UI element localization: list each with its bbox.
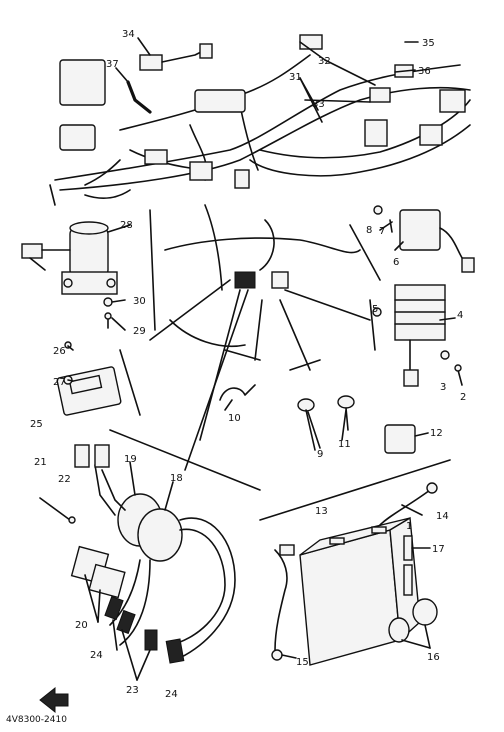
connector-34 xyxy=(139,54,163,71)
damper-16 xyxy=(412,598,438,626)
cable-14 xyxy=(379,489,431,526)
callout-14: 14 xyxy=(436,511,449,522)
clamp-11 xyxy=(337,395,355,409)
callout-18: 18 xyxy=(170,473,183,484)
callout-28: 28 xyxy=(120,220,133,231)
harness-connector-block xyxy=(59,59,106,106)
callout-20: 20 xyxy=(75,620,88,631)
harness-connector xyxy=(189,161,213,181)
callout-13: 13 xyxy=(315,506,328,517)
callout-29: 29 xyxy=(133,326,146,337)
callout-16: 16 xyxy=(427,652,440,663)
callout-9: 9 xyxy=(317,449,323,460)
callout-21: 21 xyxy=(34,457,47,468)
harness-connector xyxy=(364,119,388,147)
harness-connector xyxy=(419,124,443,146)
bracket-20 xyxy=(88,563,126,599)
callout-27: 27 xyxy=(53,377,66,388)
callout-7: 7 xyxy=(379,226,385,237)
connector xyxy=(21,243,43,259)
callout-10: 10 xyxy=(228,413,241,424)
coil-18 xyxy=(137,508,183,562)
callout-23: 23 xyxy=(126,685,139,696)
plug-cap-24 xyxy=(104,595,124,621)
clips xyxy=(219,384,355,451)
band-37 xyxy=(126,80,152,114)
callout-11: 11 xyxy=(338,439,351,450)
frame-mount-tab xyxy=(234,271,256,289)
callout-17: 17 xyxy=(432,544,445,555)
damper-16 xyxy=(388,617,410,643)
plug-cap-23 xyxy=(144,629,158,651)
callout-4: 4 xyxy=(457,310,463,321)
section-dividers xyxy=(49,184,451,521)
bolt-21 xyxy=(39,497,71,521)
harness-connector xyxy=(369,87,391,103)
clip-10 xyxy=(219,384,256,401)
cdi-unit-25 xyxy=(56,341,122,416)
harness-connector xyxy=(234,169,250,189)
plug-cap-24 xyxy=(165,638,185,664)
main-switch-28 xyxy=(21,221,118,329)
cable-15 xyxy=(274,549,288,651)
harness-connector xyxy=(439,89,466,113)
drawing-code: 4V8300-2410 xyxy=(6,715,67,725)
callout-36: 36 xyxy=(418,66,431,77)
callout-24: 24 xyxy=(90,650,103,661)
callout-37: 37 xyxy=(106,59,119,70)
callout-19: 19 xyxy=(124,454,137,465)
screw-29 xyxy=(104,312,112,320)
callout-6: 6 xyxy=(393,257,399,268)
harness-connector xyxy=(59,124,96,151)
regulator-4 xyxy=(372,284,463,387)
callout-33: 33 xyxy=(312,99,325,110)
harness-connector xyxy=(144,149,168,165)
coil-connector xyxy=(74,444,90,468)
battery-terminal xyxy=(371,526,387,534)
callout-1: 1 xyxy=(406,521,412,532)
connector-34-plug xyxy=(199,43,213,59)
callout-34: 34 xyxy=(122,29,135,40)
callout-26: 26 xyxy=(53,346,66,357)
rectifier-6 xyxy=(373,205,475,273)
front-arrow-icon xyxy=(39,686,69,714)
callout-15: 15 xyxy=(296,657,309,668)
callout-8: 8 xyxy=(366,225,372,236)
callout-30: 30 xyxy=(133,296,146,307)
bolt-5 xyxy=(372,307,382,317)
callout-12: 12 xyxy=(430,428,443,439)
washer-3 xyxy=(440,350,450,360)
frame-outline xyxy=(149,204,371,471)
screw-2 xyxy=(454,364,462,372)
bolt-8 xyxy=(373,205,383,215)
callout-25: 25 xyxy=(30,419,43,430)
callout-31: 31 xyxy=(289,72,302,83)
washer-22 xyxy=(68,516,76,524)
leader-lines xyxy=(67,37,456,681)
strip-1 xyxy=(403,564,413,596)
callout-35: 35 xyxy=(422,38,435,49)
battery-terminal xyxy=(329,537,345,545)
coil-connector xyxy=(94,444,110,468)
callout-2: 2 xyxy=(460,392,466,403)
callout-32: 32 xyxy=(318,56,331,67)
harness-connector xyxy=(299,34,323,50)
battery-13 xyxy=(271,482,438,666)
breather-17 xyxy=(403,535,413,561)
callout-3: 3 xyxy=(440,382,446,393)
relay-12 xyxy=(384,424,416,454)
callout-labels: 34 35 32 37 36 31 33 28 8 7 6 30 29 5 4 … xyxy=(30,29,466,700)
harness-connector-block xyxy=(194,89,246,113)
wire-harness xyxy=(54,34,471,200)
ignition-coils xyxy=(39,444,236,664)
washer-30 xyxy=(103,297,113,307)
callout-5: 5 xyxy=(372,304,378,315)
frame-mount-tab xyxy=(271,271,289,289)
callout-22: 22 xyxy=(58,474,71,485)
callout-24: 24 xyxy=(165,689,178,700)
